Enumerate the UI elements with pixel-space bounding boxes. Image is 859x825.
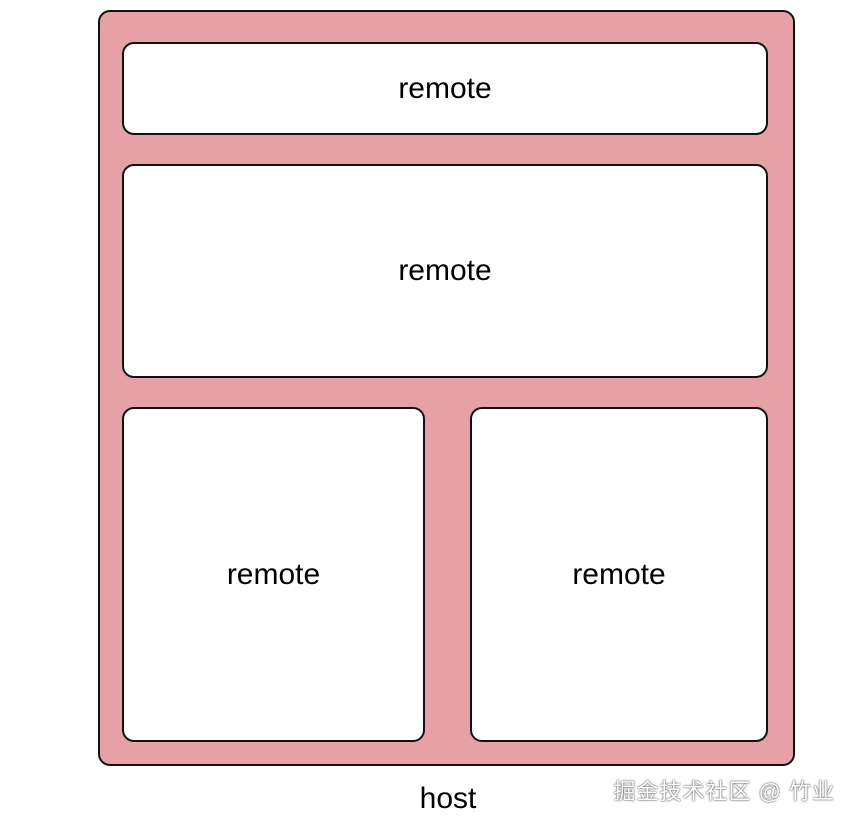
remote-box-bottom-left: remote — [122, 407, 425, 742]
remote-label: remote — [226, 557, 321, 591]
remote-label: remote — [398, 71, 492, 105]
remote-box-top: remote — [122, 42, 768, 135]
remote-box-bottom-right: remote — [470, 407, 768, 742]
watermark: 掘金技术社区 @ 竹业 — [613, 779, 835, 804]
remote-box-middle: remote — [122, 164, 768, 378]
host-label: host — [419, 782, 477, 815]
remote-label: remote — [572, 557, 666, 591]
remote-label: remote — [398, 254, 492, 287]
